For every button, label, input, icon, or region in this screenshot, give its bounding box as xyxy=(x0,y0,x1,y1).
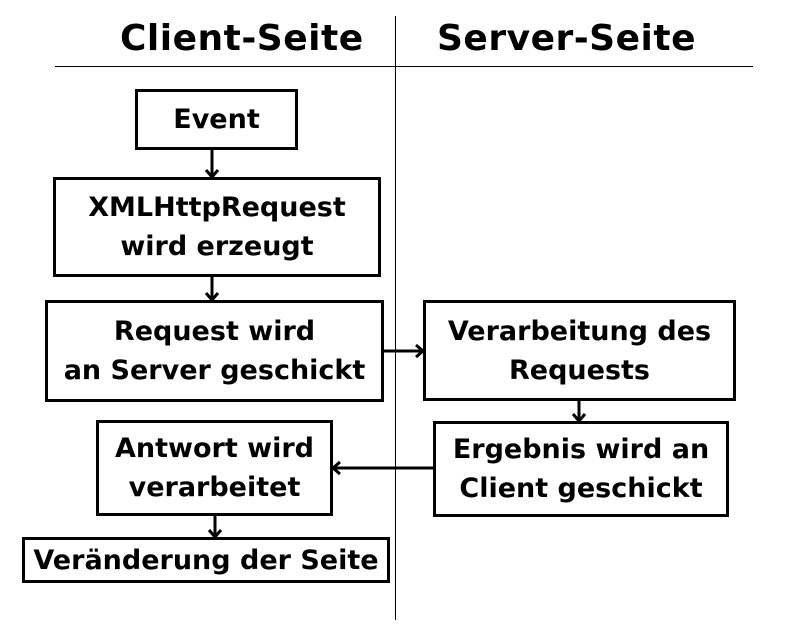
node-processing-line-2: Requests xyxy=(508,354,650,386)
header-divider-horizontal xyxy=(55,66,753,67)
arrow-xhr-to-request xyxy=(204,277,220,303)
node-processing-line-1: Verarbeitung des xyxy=(447,315,712,347)
arrow-result-to-response xyxy=(330,460,433,476)
client-side-heading: Client-Seite xyxy=(120,18,364,59)
node-response-line-1: Antwort wird xyxy=(115,433,314,464)
node-request-sent: Request wird an Server geschickt xyxy=(45,300,384,402)
node-xmlhttprequest-created: XMLHttpRequest wird erzeugt xyxy=(53,177,381,277)
arrow-response-to-page-change xyxy=(207,516,223,540)
node-page-change: Veränderung der Seite xyxy=(22,537,390,583)
node-result-line-2: Client geschickt xyxy=(459,473,703,504)
node-event: Event xyxy=(135,89,298,150)
arrow-processing-to-result xyxy=(571,401,587,424)
node-xhr-line-1: XMLHttpRequest xyxy=(88,192,346,223)
node-response-processed: Antwort wird verarbeitet xyxy=(96,420,333,516)
node-result-line-1: Ergebnis wird an xyxy=(452,434,710,465)
server-side-heading: Server-Seite xyxy=(437,18,696,59)
node-page-change-line-1: Veränderung der Seite xyxy=(33,544,379,576)
node-xhr-line-2: wird erzeugt xyxy=(120,231,314,262)
node-request-line-1: Request wird xyxy=(113,316,316,347)
column-divider-vertical xyxy=(395,16,396,620)
node-result-sent: Ergebnis wird an Client geschickt xyxy=(433,421,729,517)
node-response-line-2: verarbeitet xyxy=(128,472,301,503)
arrow-request-to-processing xyxy=(384,343,426,359)
node-event-line-1: Event xyxy=(173,104,260,135)
node-request-line-2: an Server geschickt xyxy=(63,355,366,386)
arrow-event-to-xhr xyxy=(204,150,220,180)
